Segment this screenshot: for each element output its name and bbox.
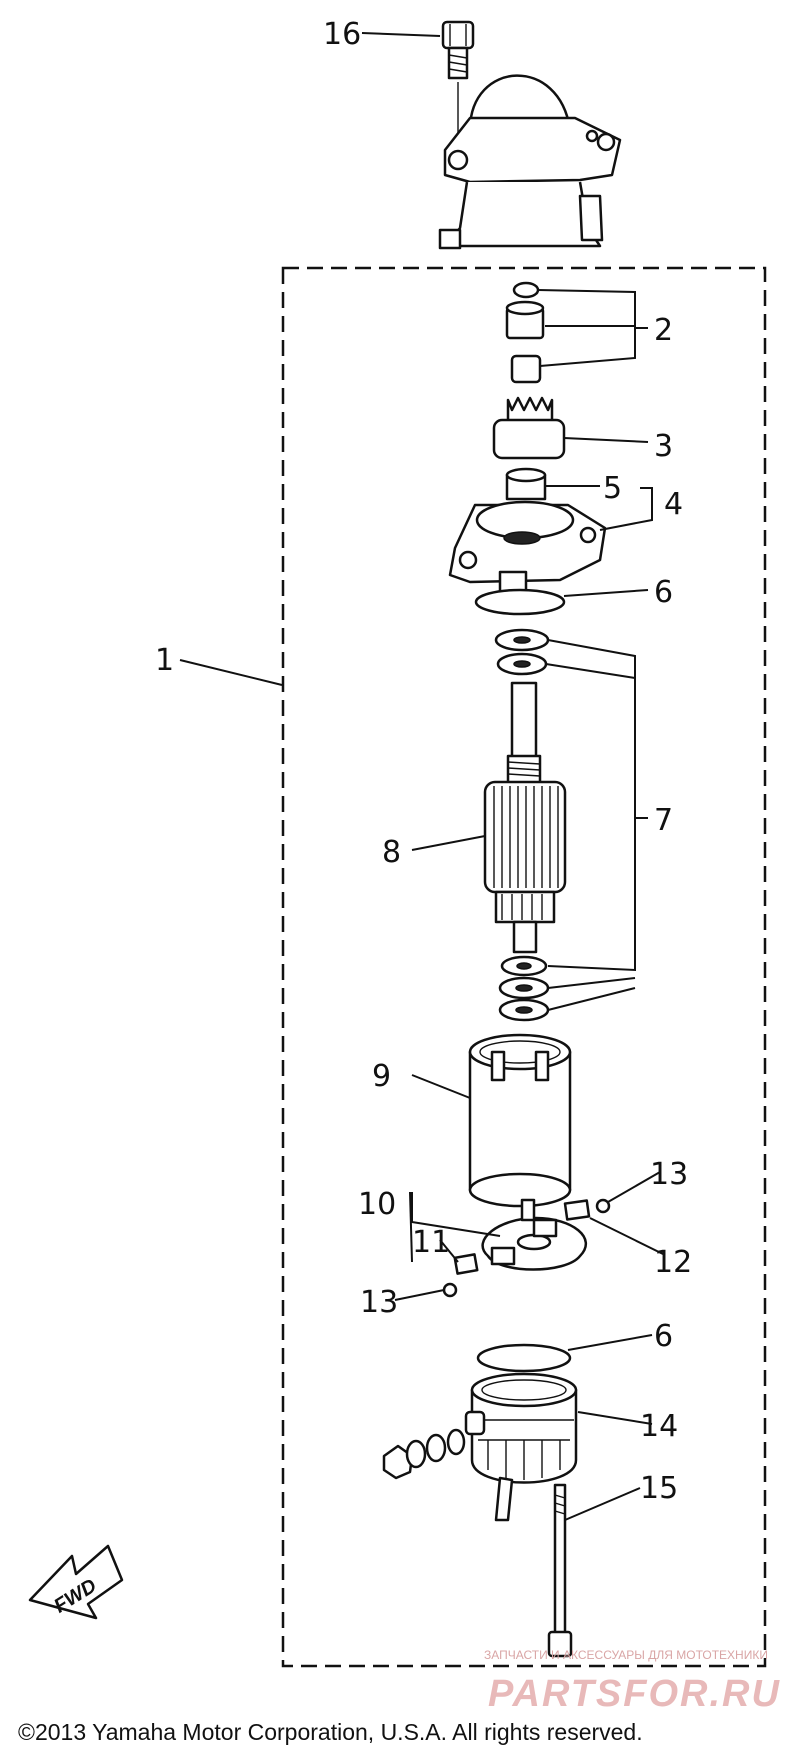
callout-12: 12 <box>654 1245 692 1280</box>
part-6-o-ring-upper <box>474 588 566 616</box>
part-2-stopper-set <box>505 281 545 384</box>
fwd-direction-marker: FWD <box>28 1544 124 1620</box>
part-6-o-ring-lower <box>476 1343 572 1373</box>
leader-lines <box>179 32 666 1521</box>
part-8-armature <box>483 681 567 954</box>
callout-10: 10 <box>358 1187 396 1222</box>
part-16-bolt <box>441 20 475 150</box>
callout-7: 7 <box>654 803 673 838</box>
callout-11: 11 <box>412 1225 450 1260</box>
part-3-pinion <box>492 396 566 460</box>
callout-1: 1 <box>155 643 174 678</box>
assembly-boundary <box>281 266 767 1668</box>
part-11-brush <box>453 1253 479 1275</box>
callout-2: 2 <box>654 313 673 348</box>
part-14-rear-bracket <box>464 1372 578 1522</box>
watermark-tagline: ЗАПЧАСТИ И АКСЕССУАРЫ ДЛЯ МОТОТЕХНИКИ <box>484 1648 768 1662</box>
part-7-washers-lower <box>498 955 550 1022</box>
callout-13-upper: 13 <box>650 1157 688 1192</box>
part-12-brush <box>563 1199 591 1221</box>
callout-6-upper: 6 <box>654 575 673 610</box>
part-5-bushing <box>505 467 547 501</box>
callout-14: 14 <box>640 1409 678 1444</box>
starter-bracket <box>438 74 622 250</box>
part-10-brush-holder <box>481 1198 588 1271</box>
callout-6-lower: 6 <box>654 1319 673 1354</box>
callout-5: 5 <box>603 471 622 506</box>
callout-16: 16 <box>323 17 361 52</box>
part-4-front-bracket <box>448 500 607 596</box>
callout-8: 8 <box>382 835 401 870</box>
callout-15: 15 <box>640 1471 678 1506</box>
watermark-site: PARTSFOR.RU <box>488 1673 781 1715</box>
callout-3: 3 <box>654 429 673 464</box>
terminal-nut-set <box>382 1428 466 1480</box>
part-15-through-bolt <box>547 1483 573 1658</box>
part-7-washers-upper <box>494 628 550 676</box>
part-9-yoke <box>468 1033 572 1208</box>
copyright-notice: ©2013 Yamaha Motor Corporation, U.S.A. A… <box>18 1719 643 1745</box>
callout-9: 9 <box>372 1059 391 1094</box>
callout-4: 4 <box>664 487 683 522</box>
callout-13-lower: 13 <box>360 1285 398 1320</box>
